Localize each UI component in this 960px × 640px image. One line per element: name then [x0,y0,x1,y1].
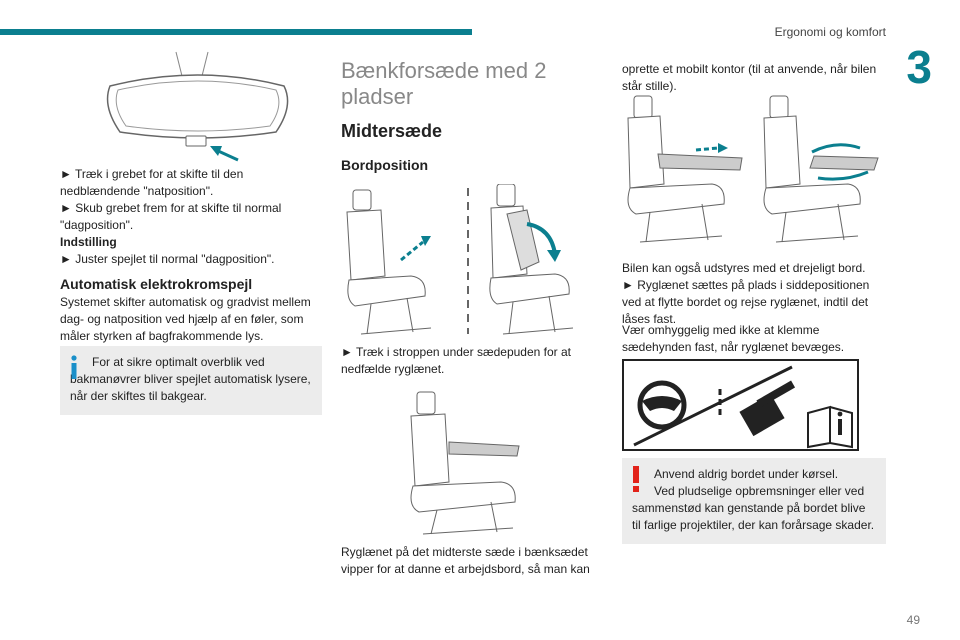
subsubtitle-table-position: Bordposition [341,157,429,173]
strap-instruction: ► Træk i stroppen under sædepuden for at… [341,345,572,376]
info-icon [66,354,82,380]
warning-line-1: Anvend aldrig bordet under kørsel. [654,467,839,481]
info-note: For at sikre optimalt overblik ved bakma… [60,346,322,415]
section-header-title: Ergonomi og komfort [774,25,886,39]
mirror-adjust-instruction: ► Juster spejlet til normal "dagposition… [60,252,275,266]
header-accent-bar [0,29,472,35]
adjust-heading: Indstilling [60,235,117,249]
subtitle-middle-seat: Midtersæde [341,121,443,141]
pinch-caution-text: Vær omhyggelig med ikke at klemme sædehy… [622,323,845,354]
info-note-text: For at sikre optimalt overblik ved bakma… [70,355,311,403]
warning-exclamation-icon [628,466,644,492]
mirror-day-instruction: ► Skub grebet frem for at skifte til nor… [60,201,282,232]
backrest-return-instruction: ► Ryglænet sættes på plads i siddepositi… [622,278,870,326]
backrest-description: Ryglænet på det midterste sæde i bænksæd… [341,545,590,576]
mirror-illustration [98,46,298,164]
swivel-table-illustration [622,92,886,250]
page-number: 49 [906,613,920,627]
swivel-table-text: Bilen kan også udstyres med et drejeligt… [622,261,866,275]
seat-strap-illustration [341,184,603,340]
mobile-office-text: oprette et mobilt kontor (til at anvende… [622,62,877,93]
chapter-number: 3 [906,41,932,93]
seat-table-illustration [401,388,541,538]
page-title: Bænkforsæde med 2 pladser [341,58,547,109]
section-heading-auto-mirror: Automatisk elektrokromspejl [60,276,253,292]
auto-mirror-description: Systemet skifter automatisk og gradvist … [60,295,311,343]
mirror-night-instruction: ► Træk i grebet for at skifte til den ne… [60,167,244,198]
no-driving-pictogram [622,359,859,451]
warning-line-2: Ved pludselige opbremsninger eller ved s… [632,484,875,532]
warning-note: Anvend aldrig bordet under kørsel. Ved p… [622,458,886,544]
